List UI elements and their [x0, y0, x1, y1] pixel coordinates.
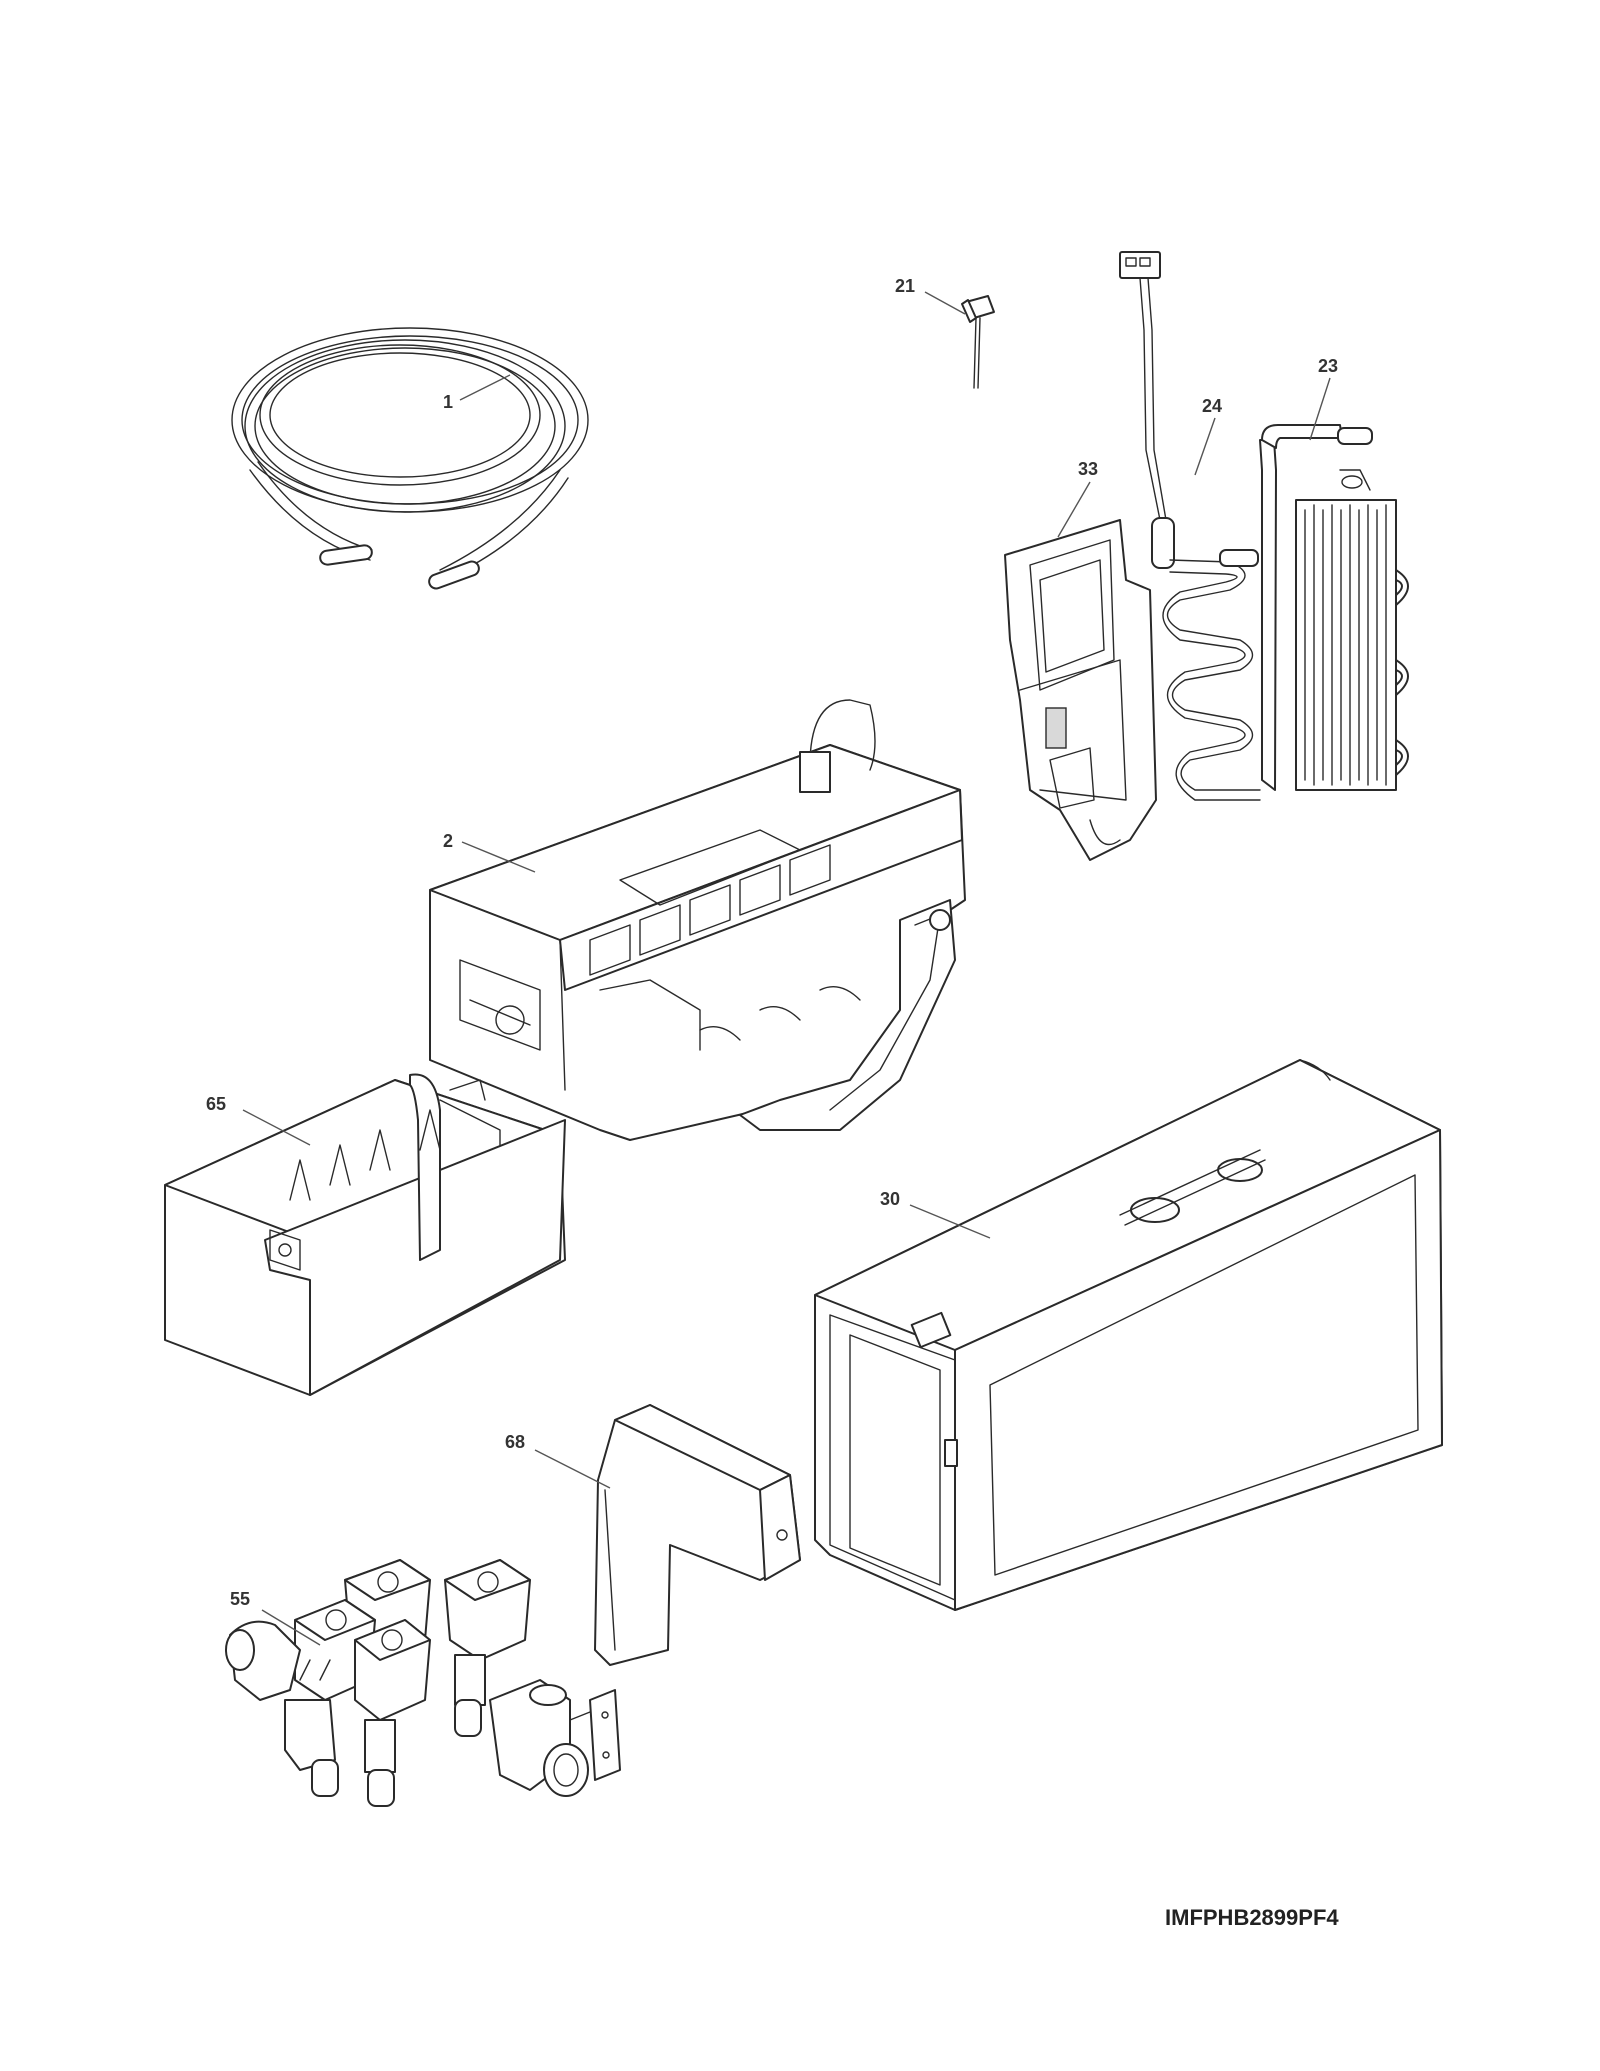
bucket-ribs	[289, 1109, 441, 1201]
callout-1: 1	[443, 392, 453, 412]
part-23-coil-assembly[interactable]	[1259, 424, 1409, 791]
part-24-heater-harness[interactable]	[1119, 251, 1261, 801]
part-33-heater-bracket[interactable]	[1004, 519, 1157, 861]
icemaker-tray-cavities	[589, 844, 831, 976]
part-30-ice-bin-housing[interactable]	[814, 1059, 1443, 1611]
diagram-model-code: IMFPHB2899PF4	[1165, 1905, 1339, 1930]
callout-2: 2	[443, 831, 453, 851]
callout-33: 33	[1078, 459, 1098, 479]
part-21-thermistor[interactable]	[961, 295, 995, 389]
part-55-water-valve-assembly[interactable]	[225, 1559, 621, 1807]
callout-23: 23	[1318, 356, 1338, 376]
part-2-icemaker-assembly[interactable]	[429, 699, 966, 1141]
part-1-water-tube-coil[interactable]	[231, 327, 589, 590]
callout-21: 21	[895, 276, 915, 296]
callout-55: 55	[230, 1589, 250, 1609]
leader-lines	[242, 291, 1331, 1646]
callout-24: 24	[1202, 396, 1222, 416]
coil-fins	[1304, 504, 1387, 786]
callout-labels: 1 2 21 23 24 30 33 55 65 68	[206, 276, 1338, 1609]
callout-65: 65	[206, 1094, 226, 1114]
part-68-ice-chute[interactable]	[594, 1404, 801, 1666]
callout-68: 68	[505, 1432, 525, 1452]
callout-30: 30	[880, 1189, 900, 1209]
part-65-ice-bucket[interactable]	[164, 1073, 566, 1396]
